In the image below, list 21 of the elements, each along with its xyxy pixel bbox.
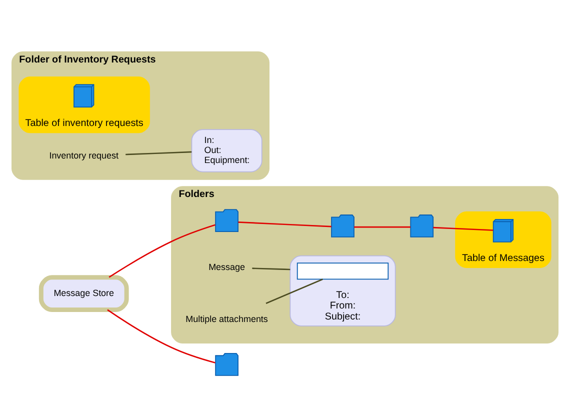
node-folder (410, 214, 434, 238)
cluster: Table of Messages (455, 211, 552, 268)
node-box: Message Store (38, 275, 129, 312)
cluster: Table of inventory requests (18, 76, 150, 134)
node-folder (215, 209, 238, 232)
node-text: Multiple attachments (186, 314, 268, 324)
connector (108, 224, 216, 278)
node-text: Inventory request (49, 150, 119, 160)
connector (107, 309, 216, 364)
connector (126, 151, 192, 156)
connector (238, 222, 332, 228)
node-box: In: Out: Equipment: (191, 129, 262, 172)
node-bar (296, 262, 389, 280)
connector (354, 226, 410, 228)
connector (266, 278, 323, 304)
node-folder (331, 214, 354, 238)
cluster: To: From: Subject: (290, 255, 396, 326)
connector (252, 268, 290, 270)
node-text: Message (208, 262, 245, 272)
node-folder (215, 352, 238, 376)
connector (433, 226, 494, 231)
